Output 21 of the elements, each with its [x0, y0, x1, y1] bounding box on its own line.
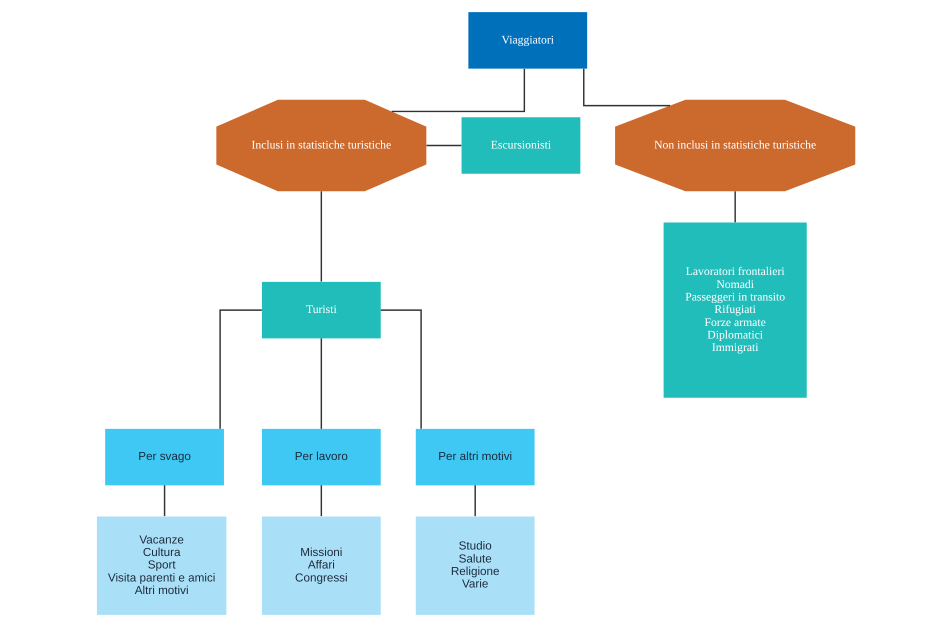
node-box: Per svago: [105, 428, 224, 486]
connector: [583, 68, 670, 106]
node-box: Per lavoro: [262, 428, 381, 486]
connector: [474, 485, 476, 516]
connector: [380, 309, 422, 429]
connector: [426, 144, 462, 146]
node-box: Turisti: [262, 282, 381, 338]
connector: [164, 485, 166, 516]
node-box: Studio Salute Religione Varie: [416, 516, 535, 615]
connector: [320, 191, 322, 282]
node-box: Missioni Affari Congressi: [262, 516, 381, 615]
connector: [734, 191, 736, 222]
node-box: Per altri motivi: [416, 428, 535, 486]
node-box: Viaggiatori: [468, 12, 588, 69]
connector: [392, 68, 526, 112]
connector: [320, 338, 322, 429]
connector: [219, 309, 262, 429]
node-box: Vacanze Cultura Sport Visita parenti e amici Altri motivi: [96, 516, 226, 615]
node-box: Escursionisti: [462, 117, 580, 174]
connector: [320, 485, 322, 516]
node-box: Lavoratori frontalieri Nomadi Passeggeri in transito Rifugiati Forze armate Diplomatici Immigrati: [664, 222, 807, 398]
